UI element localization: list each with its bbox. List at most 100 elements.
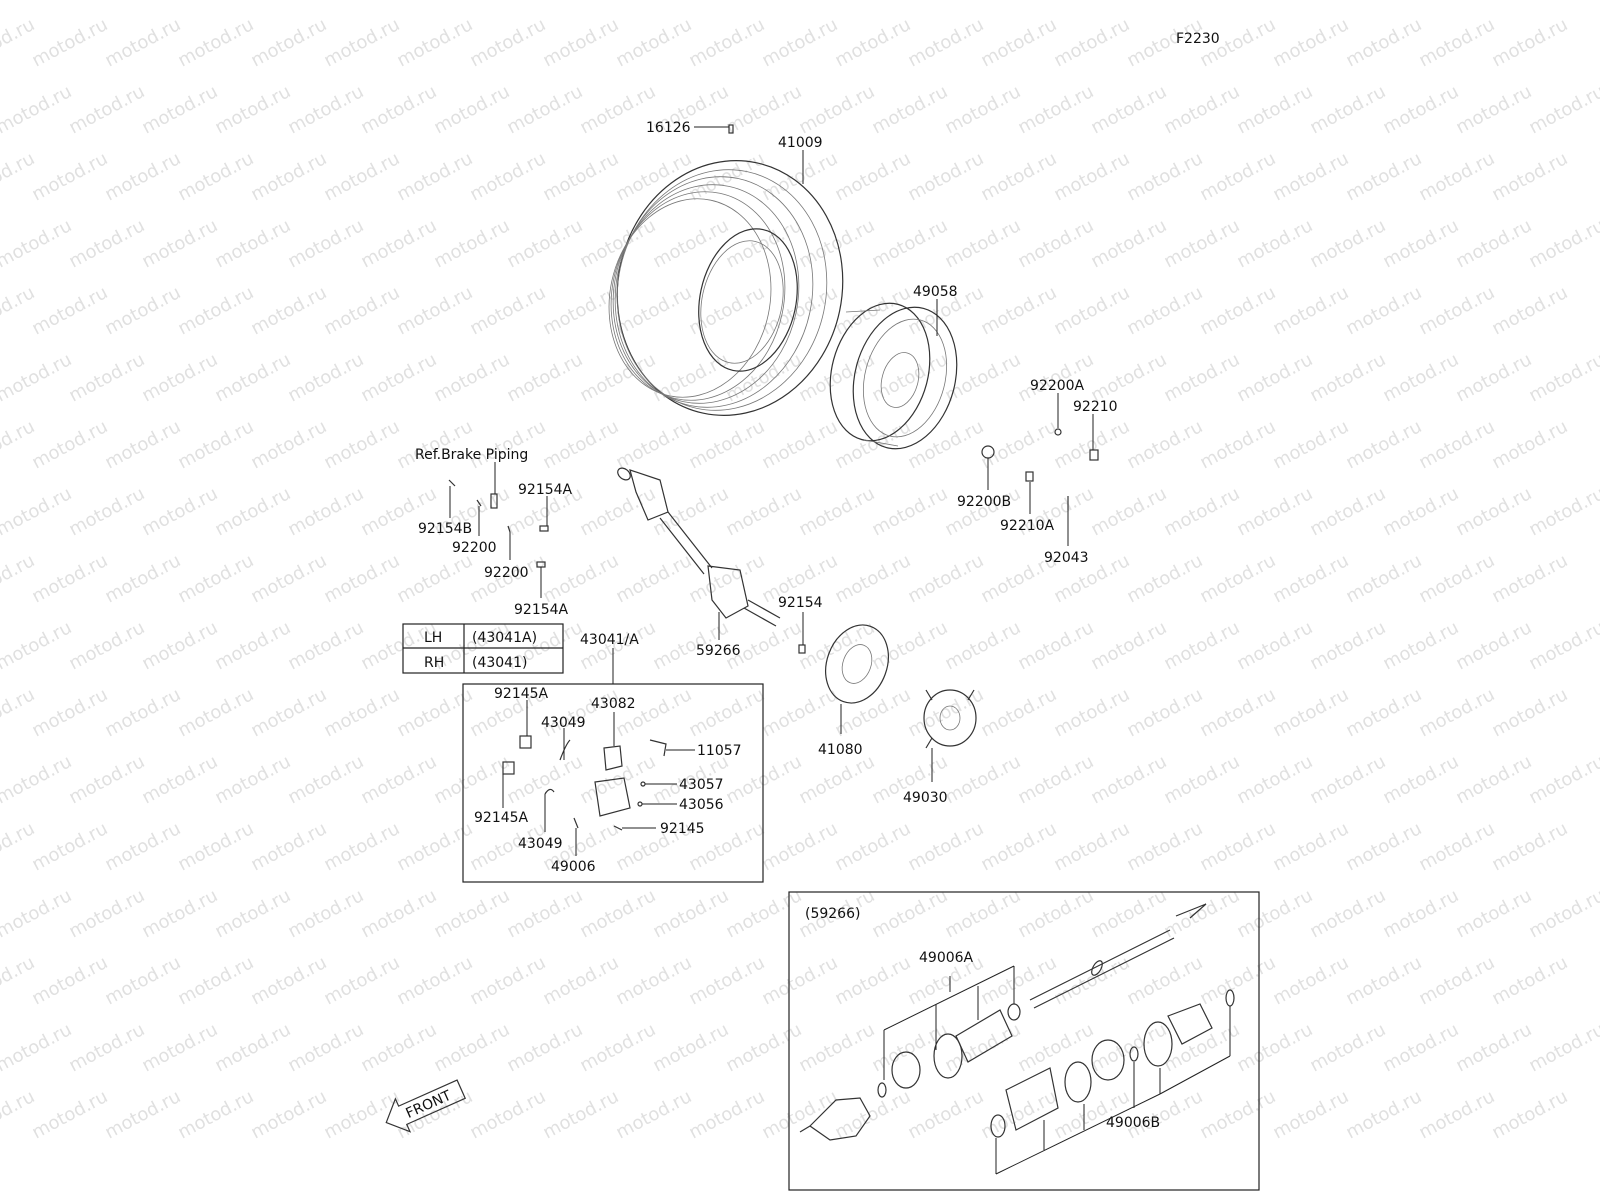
watermark-text: motod.ru xyxy=(1014,1019,1097,1076)
watermark-text: motod.ru xyxy=(941,349,1024,406)
part-label-92154b: 92154B xyxy=(418,521,472,537)
watermark-text: motod.ru xyxy=(357,751,440,808)
watermark-text: motod.ru xyxy=(1123,818,1206,875)
watermark-text: motod.ru xyxy=(831,550,914,607)
watermark-text: motod.ru xyxy=(941,1019,1024,1076)
watermark-text: motod.ru xyxy=(941,885,1024,942)
watermark-text: motod.ru xyxy=(795,215,878,272)
watermark-text: motod.ru xyxy=(1488,550,1571,607)
watermark-text: motod.ru xyxy=(868,483,951,540)
watermark-text: motod.ru xyxy=(758,416,841,473)
watermark-text: motod.ru xyxy=(1415,1086,1498,1143)
watermark-text: motod.ru xyxy=(466,282,549,339)
watermark-text: motod.ru xyxy=(1488,1086,1571,1143)
watermark-text: motod.ru xyxy=(649,1019,732,1076)
watermark-text: motod.ru xyxy=(503,215,586,272)
watermark-text: motod.ru xyxy=(28,550,111,607)
watermark-text: motod.ru xyxy=(211,1019,294,1076)
watermark-text: motod.ru xyxy=(0,148,38,205)
watermark-text: motod.ru xyxy=(393,148,476,205)
watermark-text: motod.ru xyxy=(831,952,914,1009)
watermark-text: motod.ru xyxy=(1087,617,1170,674)
watermark-text: motod.ru xyxy=(1123,148,1206,205)
part-label-43082: 43082 xyxy=(591,696,636,712)
watermark-text: motod.ru xyxy=(649,885,732,942)
part-label-92154: 92154 xyxy=(778,595,823,611)
watermark-text: motod.ru xyxy=(1306,81,1389,138)
watermark-text: motod.ru xyxy=(393,282,476,339)
watermark-text: motod.ru xyxy=(247,952,330,1009)
watermark-text: motod.ru xyxy=(1452,349,1535,406)
watermark-text: motod.ru xyxy=(0,617,75,674)
watermark-text: motod.ru xyxy=(1415,148,1498,205)
watermark-text: motod.ru xyxy=(576,1019,659,1076)
ref-brake-piping-note: Ref.Brake Piping xyxy=(415,447,528,463)
watermark-text: motod.ru xyxy=(1452,215,1535,272)
driveshaft-drawing xyxy=(617,467,781,627)
watermark-text: motod.ru xyxy=(466,1086,549,1143)
watermark-text: motod.ru xyxy=(211,349,294,406)
watermark-text: motod.ru xyxy=(503,885,586,942)
watermark-text: motod.ru xyxy=(284,81,367,138)
watermark-text: motod.ru xyxy=(1488,148,1571,205)
part-label-92145a-bot: 92145A xyxy=(474,810,529,826)
watermark-text: motod.ru xyxy=(722,215,805,272)
watermark-text: motod.ru xyxy=(1306,1019,1389,1076)
watermark-text: motod.ru xyxy=(685,416,768,473)
part-label-49058: 49058 xyxy=(913,284,958,300)
watermark-text: motod.ru xyxy=(247,684,330,741)
watermark-text: motod.ru xyxy=(1160,1019,1243,1076)
watermark-text: motod.ru xyxy=(1123,416,1206,473)
watermark-text: motod.ru xyxy=(28,684,111,741)
watermark-text: motod.ru xyxy=(1014,885,1097,942)
watermark-text: motod.ru xyxy=(174,818,257,875)
part-label-16126: 16126 xyxy=(646,120,691,136)
watermark-text: motod.ru xyxy=(685,14,768,71)
watermark-text: motod.ru xyxy=(539,148,622,205)
watermark-text: motod.ru xyxy=(1415,550,1498,607)
watermark-text: motod.ru xyxy=(539,550,622,607)
watermark-text: motod.ru xyxy=(685,282,768,339)
watermark-text: motod.ru xyxy=(1379,617,1462,674)
watermark-text: motod.ru xyxy=(1087,215,1170,272)
watermark-text: motod.ru xyxy=(247,550,330,607)
watermark-text: motod.ru xyxy=(612,148,695,205)
watermark-text: motod.ru xyxy=(1233,483,1316,540)
watermark-text: motod.ru xyxy=(28,14,111,71)
watermark-text: motod.ru xyxy=(1525,617,1600,674)
watermark-text: motod.ru xyxy=(174,282,257,339)
watermark-text: motod.ru xyxy=(138,751,221,808)
watermark-text: motod.ru xyxy=(65,751,148,808)
watermark-text: motod.ru xyxy=(1342,148,1425,205)
watermark-text: motod.ru xyxy=(1342,282,1425,339)
watermark-text: motod.ru xyxy=(904,684,987,741)
watermark-text: motod.ru xyxy=(1379,349,1462,406)
watermark-text: motod.ru xyxy=(977,416,1060,473)
watermark-text: motod.ru xyxy=(1196,282,1279,339)
watermark-text: motod.ru xyxy=(649,349,732,406)
watermark-text: motod.ru xyxy=(1160,885,1243,942)
watermark-text: motod.ru xyxy=(174,550,257,607)
watermark-text: motod.ru xyxy=(1196,1086,1279,1143)
part-label-92200-a: 92200 xyxy=(452,540,497,556)
watermark-text: motod.ru xyxy=(357,215,440,272)
watermark-text: motod.ru xyxy=(868,617,951,674)
watermark-text: motod.ru xyxy=(1379,483,1462,540)
watermark-text: motod.ru xyxy=(1415,818,1498,875)
watermark-text: motod.ru xyxy=(174,952,257,1009)
watermark-text: motod.ru xyxy=(612,1086,695,1143)
watermark-text: motod.ru xyxy=(977,818,1060,875)
tire-drawing xyxy=(608,160,844,416)
watermark-text: motod.ru xyxy=(722,885,805,942)
watermark-text: motod.ru xyxy=(393,416,476,473)
watermark-text: motod.ru xyxy=(1050,684,1133,741)
watermark-text: motod.ru xyxy=(1452,885,1535,942)
watermark-text: motod.ru xyxy=(393,952,476,1009)
watermark-text: motod.ru xyxy=(65,215,148,272)
watermark-text: motod.ru xyxy=(1342,818,1425,875)
watermark-text: motod.ru xyxy=(320,282,403,339)
watermark-text: motod.ru xyxy=(868,885,951,942)
watermark-text: motod.ru xyxy=(1196,952,1279,1009)
watermark-text: motod.ru xyxy=(1342,14,1425,71)
watermark-text: motod.ru xyxy=(466,952,549,1009)
